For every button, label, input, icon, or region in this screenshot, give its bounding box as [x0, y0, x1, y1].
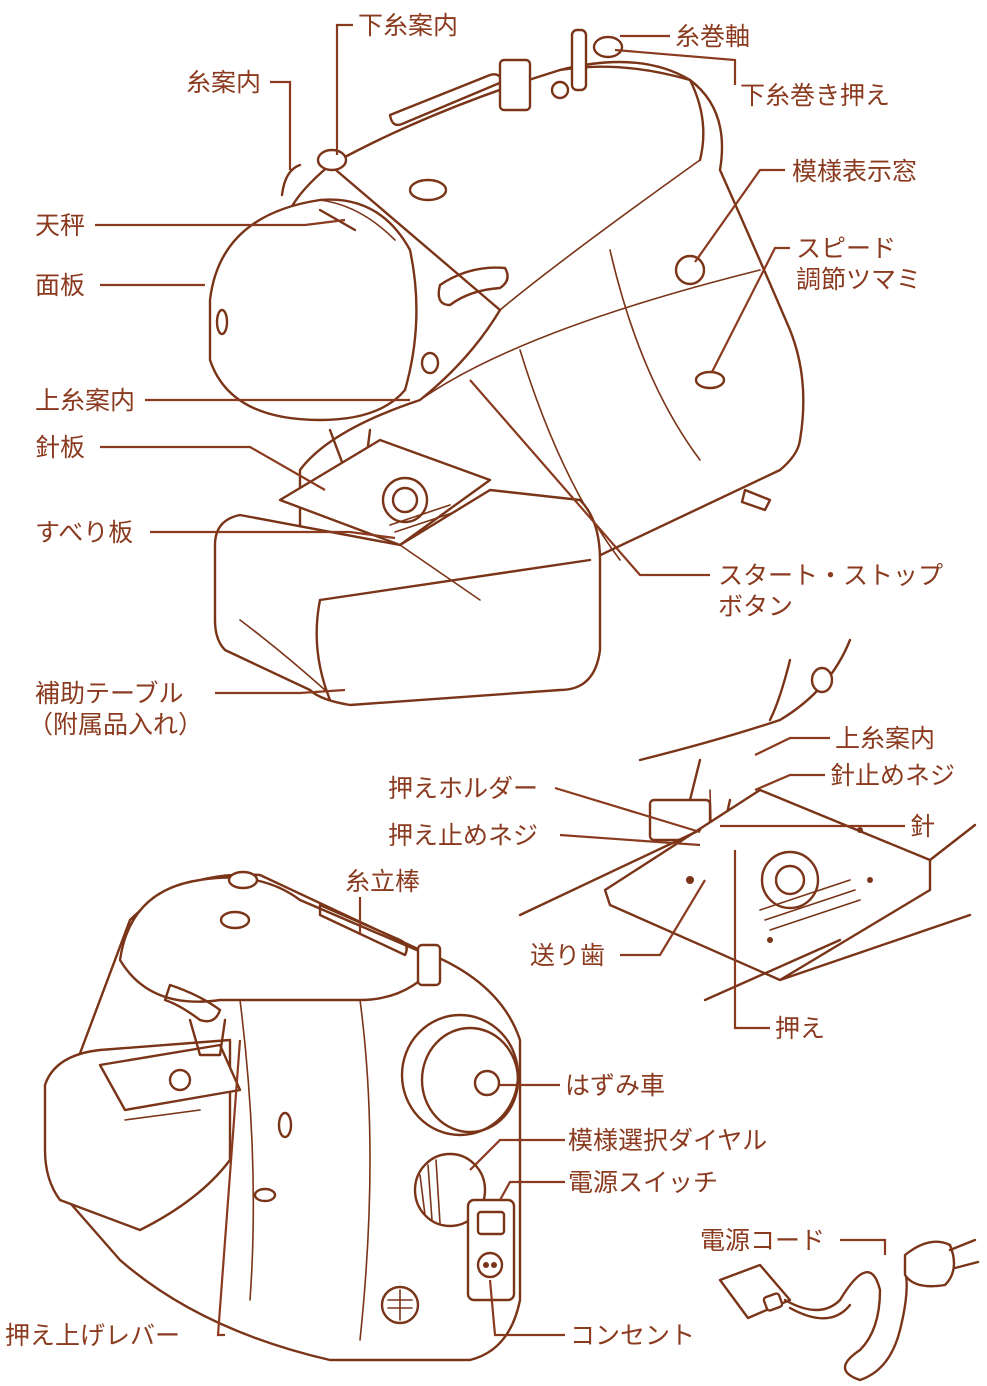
detail-view-needle-area: [518, 638, 977, 1002]
label-okuri-ba: 送り歯: [530, 941, 605, 970]
label-hojo-table-line2: （附属品入れ）: [28, 710, 203, 739]
label-ito-tate-bou: 糸立棒: [345, 867, 420, 896]
label-speed-line1: スピード: [796, 234, 896, 263]
leader-lines: [95, 23, 905, 1337]
label-dengen-cord: 電源コード: [700, 1226, 825, 1255]
label-ue-ito-annai-detail: 上糸案内: [835, 724, 935, 753]
label-hojo-table-line1: 補助テーブル: [35, 679, 184, 708]
label-shita-itomaki-osae: 下糸巻き押え: [740, 81, 890, 110]
label-tenbin: 天秤: [35, 211, 85, 240]
front-view-machine-illustration: [208, 28, 805, 707]
label-menita: 面板: [35, 271, 85, 300]
label-osae: 押え: [775, 1014, 825, 1043]
label-moyou-hyouji-mado: 模様表示窓: [792, 157, 917, 186]
power-cord-illustration: [718, 1238, 980, 1382]
label-osae-dome-neji: 押え止めネジ: [388, 821, 538, 850]
label-osae-age-lever: 押え上げレバー: [5, 1321, 180, 1350]
label-moyou-sentaku-dial: 模様選択ダイヤル: [568, 1126, 767, 1155]
label-start-stop-line1: スタート・ストップ: [718, 561, 943, 590]
label-consent: コンセント: [570, 1321, 695, 1350]
label-start-stop-line2: ボタン: [718, 592, 793, 621]
label-itomaki-jiku: 糸巻軸: [675, 22, 750, 51]
label-hari-dome-neji: 針止めネジ: [830, 761, 955, 790]
label-speed-line2: 調節ツマミ: [796, 265, 921, 294]
label-hariita: 針板: [35, 433, 85, 462]
label-hazumi-guruma: はずみ車: [565, 1071, 665, 1100]
part-labels: 下糸案内 糸巻軸 下糸巻き押え 糸案内 模様表示窓 天秤 スピード 調節ツマミ …: [5, 11, 955, 1350]
rear-view-machine-illustration: [43, 870, 522, 1362]
label-osae-holder: 押えホルダー: [388, 774, 538, 803]
label-suberiita: すべり板: [35, 518, 133, 547]
label-hari: 針: [910, 812, 935, 841]
label-ue-ito-annai: 上糸案内: [35, 386, 135, 415]
label-dengen-switch: 電源スイッチ: [568, 1168, 718, 1197]
label-shita-ito-annai: 下糸案内: [358, 11, 458, 40]
label-ito-annai: 糸案内: [186, 68, 261, 97]
